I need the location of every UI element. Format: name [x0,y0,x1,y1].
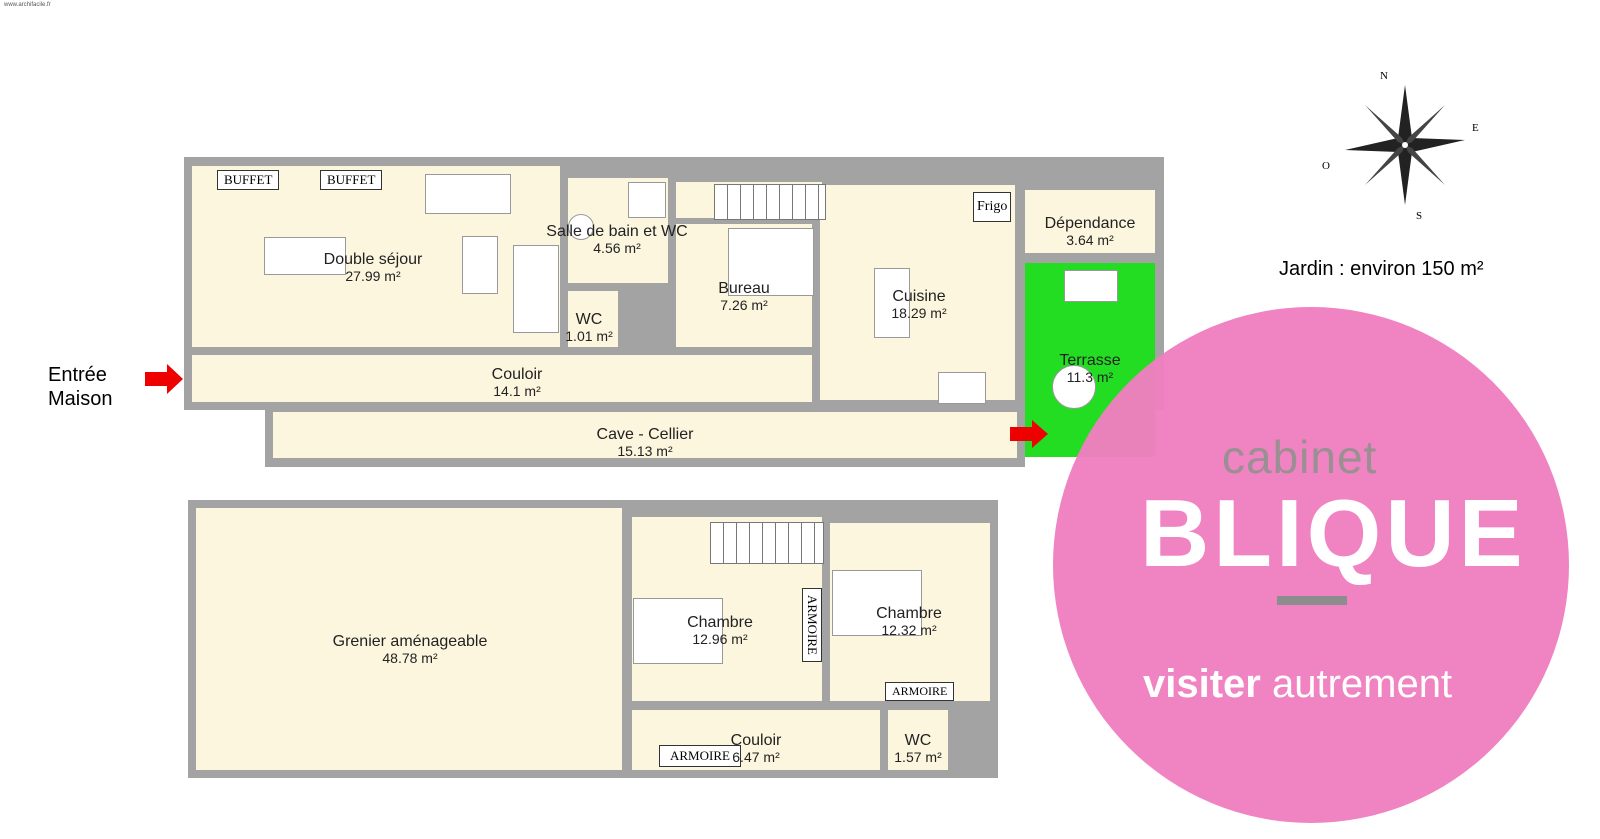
armoire-label: ARMOIRE [659,745,741,767]
room-dependance [1025,190,1155,253]
shower [628,182,666,218]
cabinet-blique-logo [1053,307,1569,823]
sofa [513,245,559,333]
room-wc-upper [888,710,948,770]
stove [938,372,986,404]
garden-arrow-icon [1010,420,1048,448]
logo-cabinet-text: cabinet [1222,431,1378,483]
room-cave [273,412,1017,458]
desk [728,228,814,296]
staircase [714,184,826,220]
compass-n: N [1380,70,1388,82]
entrance-arrow-icon [145,364,183,394]
garden-table [1064,270,1118,302]
frigo-label: Frigo [973,192,1012,222]
compass-s: S [1416,210,1423,222]
armoire-label: ARMOIRE [885,682,955,701]
room-grenier [196,508,622,770]
garden-round-table [1052,365,1096,409]
buffet-label: BUFFET [320,170,383,190]
sofa [425,174,511,214]
logo-brand-text: BLIQUE [1140,480,1527,587]
compass-rose-icon [1345,85,1465,205]
armoire-label: ARMOIRE [802,588,822,662]
watermark: www.archifacile.fr [4,2,51,8]
room-couloir [192,355,812,402]
garden-label: Jardin : environ 150 m² [1279,258,1484,280]
bed [633,598,723,664]
kitchen-table [874,268,910,338]
compass-o: O [1322,160,1330,172]
staircase [710,522,824,564]
buffet-label: BUFFET [217,170,280,190]
bed [832,570,922,636]
room-wc [568,291,618,347]
dining-table [264,237,346,275]
coffee-table [462,236,498,294]
logo-tagline: visiter autrement [1143,662,1453,706]
logo-underline [1277,596,1347,605]
water-heater [568,214,594,240]
compass-e: E [1472,122,1479,134]
